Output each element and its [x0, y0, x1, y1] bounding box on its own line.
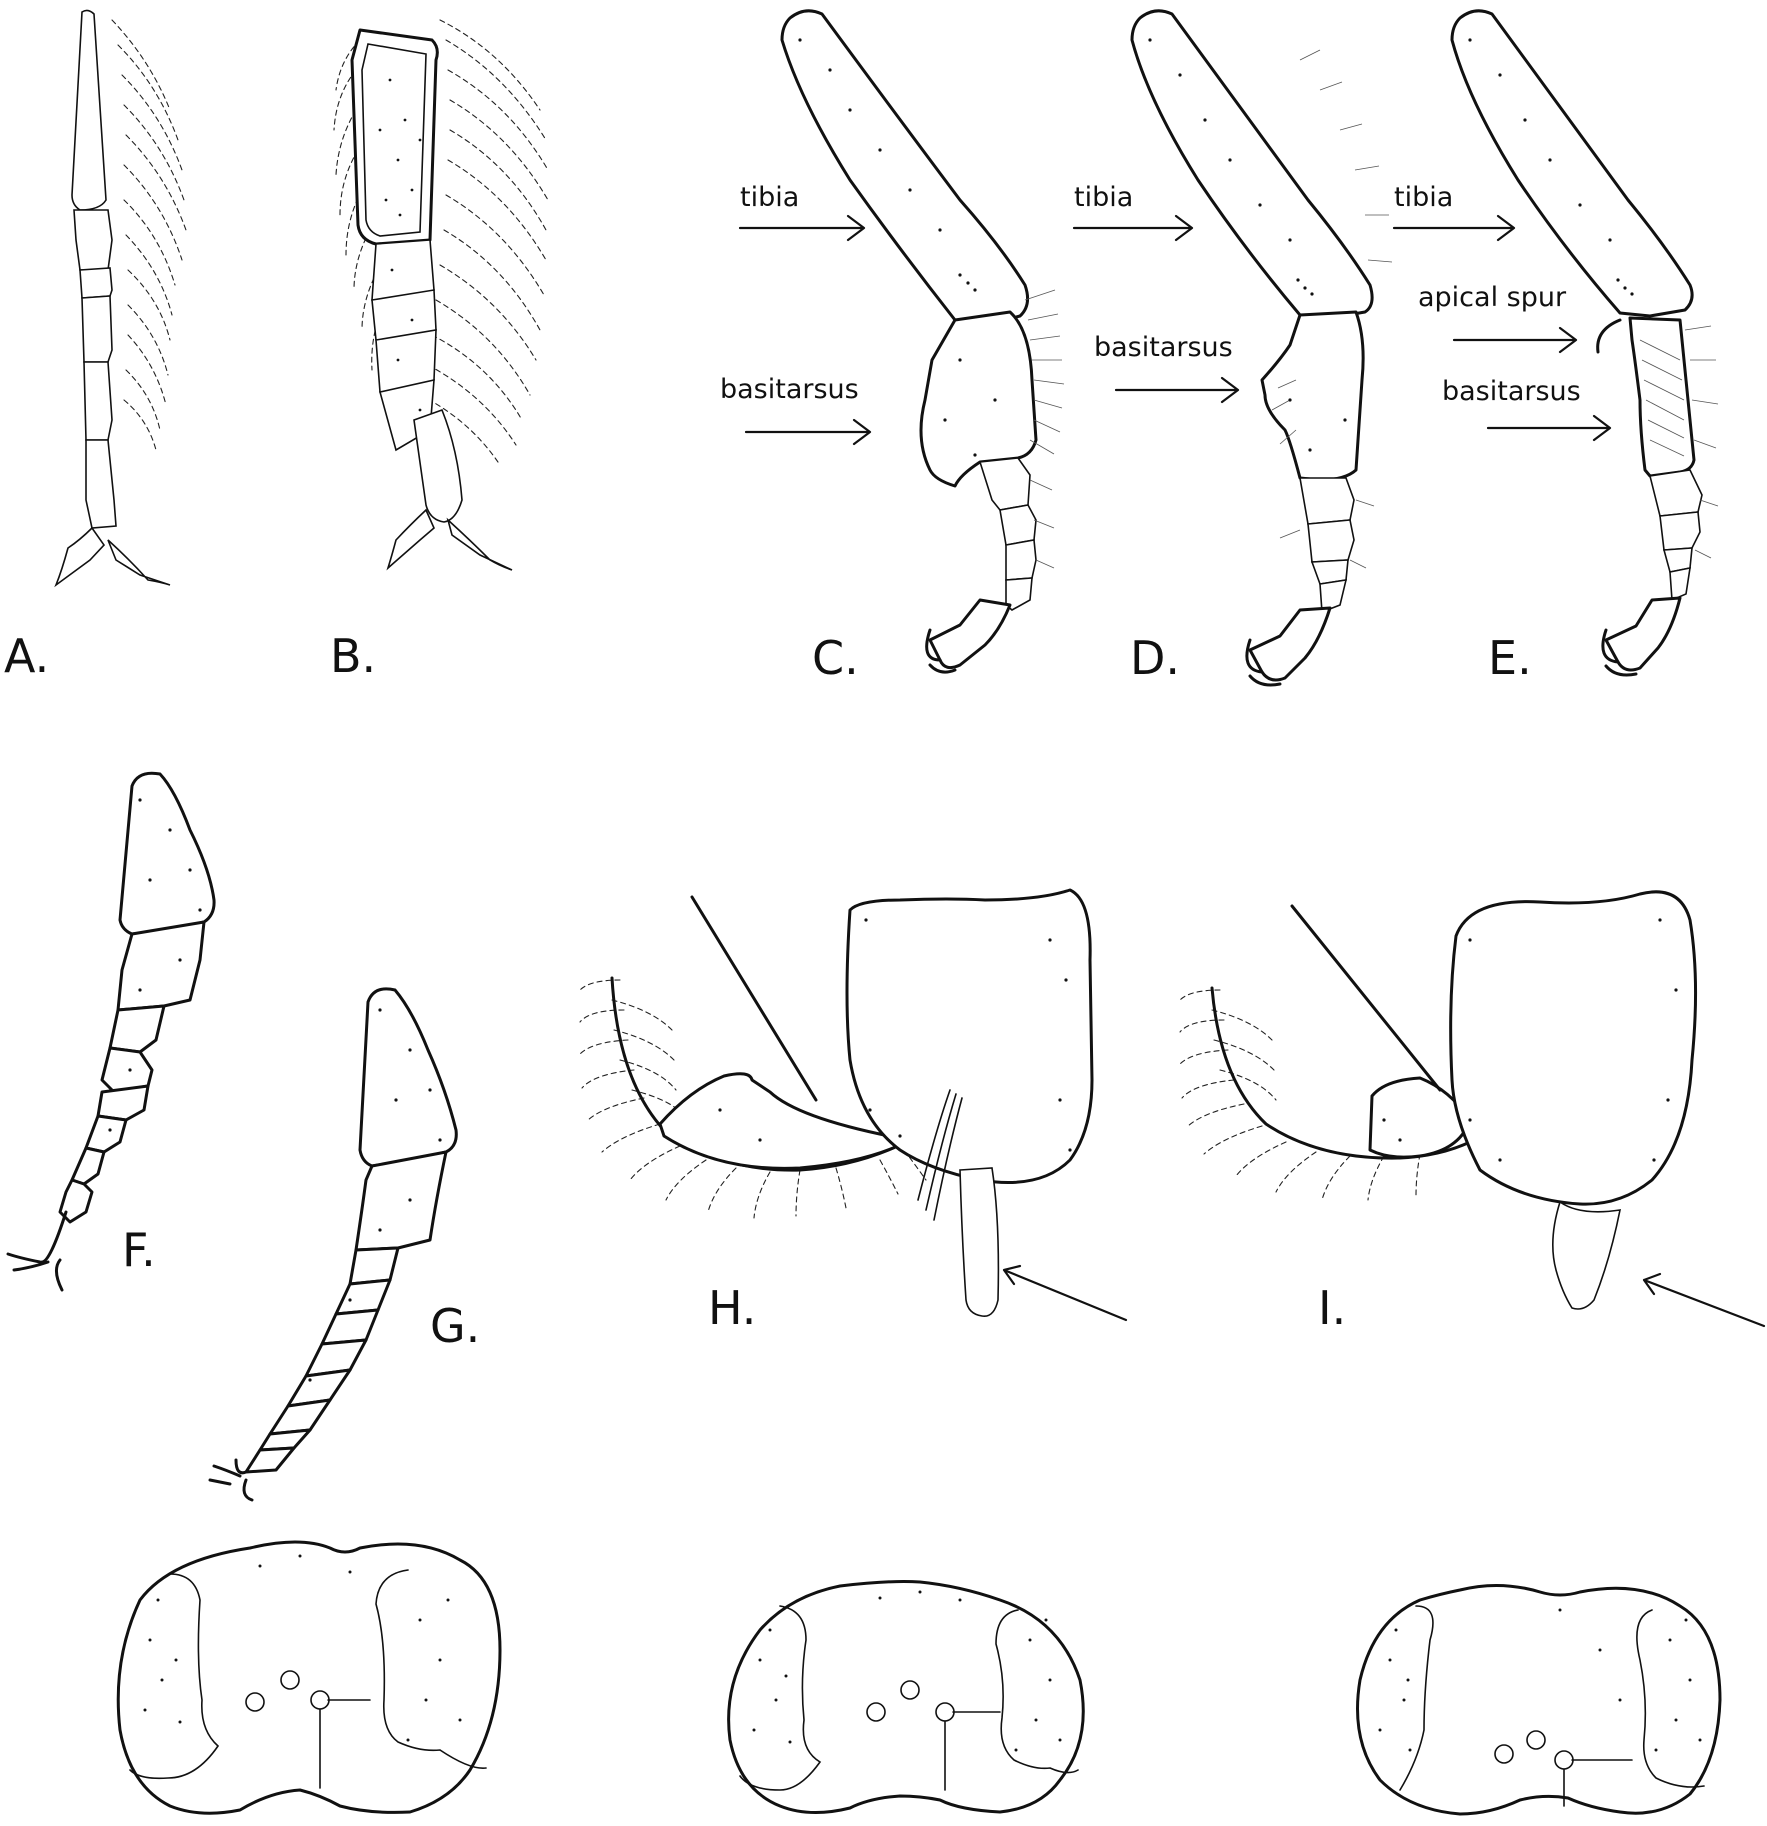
panel-d-leg-drawing [1130, 9, 1393, 687]
panel-label-h: H. [708, 1281, 756, 1335]
panel-c-leg-drawing [780, 9, 1065, 674]
panel-label-e: E. [1488, 631, 1532, 685]
panel-i-process-drawing [1179, 890, 1766, 1328]
panel-c-tibia-annotation: tibia [738, 182, 866, 242]
panel-d-tibia-label: tibia [1074, 182, 1133, 213]
panel-c-basitarsus-label: basitarsus [720, 374, 859, 405]
panel-h-process-drawing [579, 888, 1128, 1322]
panel-label-a: A. [4, 629, 49, 683]
head-capsule-right [1356, 1584, 1722, 1816]
panel-e-apical-spur-annotation: apical spur [1418, 282, 1578, 354]
panel-a-leg-drawing [54, 9, 187, 588]
panel-e-tibia-annotation: tibia [1392, 182, 1516, 242]
panel-f-antenna-drawing [6, 771, 216, 1292]
panel-label-i: I. [1318, 1281, 1346, 1335]
panel-label-g: G. [430, 1299, 480, 1353]
panel-e-apical-spur-label: apical spur [1418, 282, 1567, 313]
panel-c-basitarsus-annotation: basitarsus [720, 374, 872, 446]
panel-e-basitarsus-label: basitarsus [1442, 376, 1581, 407]
panel-e-tibia-label: tibia [1394, 182, 1453, 213]
panel-b-leg-drawing [333, 19, 549, 571]
panel-d-tibia-annotation: tibia [1072, 182, 1194, 242]
head-capsule-middle [727, 1580, 1085, 1815]
panel-label-c: C. [812, 631, 859, 685]
head-capsule-left [116, 1540, 502, 1815]
panel-label-f: F. [122, 1223, 156, 1277]
panel-c-tibia-label: tibia [740, 182, 799, 213]
panel-e-leg-drawing [1450, 9, 1719, 677]
panel-label-b: B. [330, 629, 376, 683]
panel-d-basitarsus-label: basitarsus [1094, 332, 1233, 363]
panel-g-antenna-drawing [208, 987, 458, 1502]
panel-label-d: D. [1130, 631, 1180, 685]
panel-d-basitarsus-annotation: basitarsus [1094, 332, 1240, 404]
panel-e-basitarsus-annotation: basitarsus [1442, 376, 1612, 442]
